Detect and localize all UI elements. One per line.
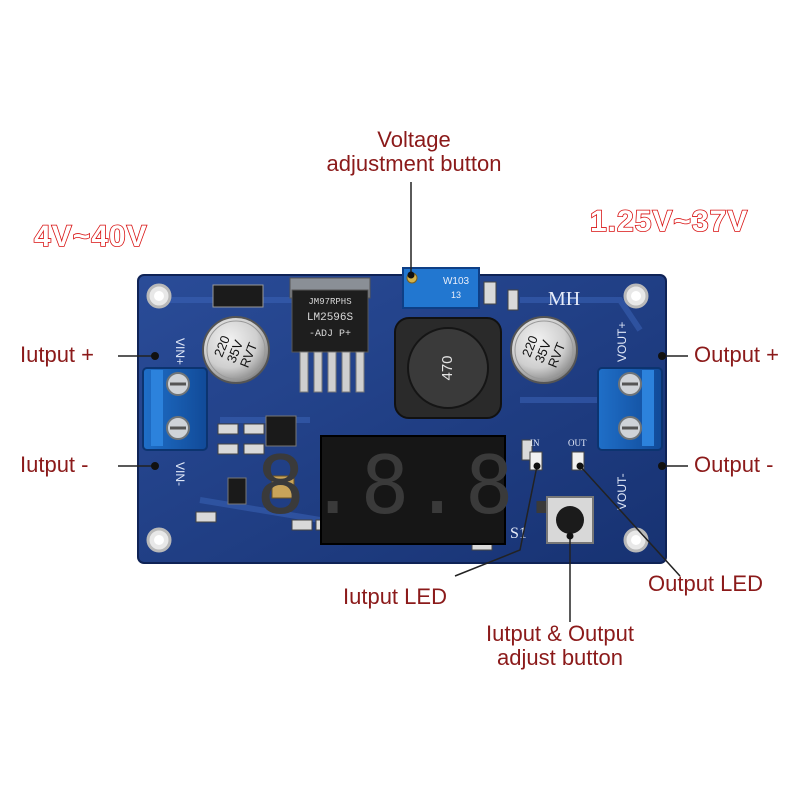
input-led-callout: Iutput LED	[343, 584, 447, 609]
voltage-adjustment-callout: Voltage adjustment button	[300, 127, 528, 177]
input-voltage-range: 4V~40V	[33, 219, 148, 254]
input-terminal-block	[142, 367, 208, 451]
silk-vout-minus: VOUT-	[615, 473, 629, 510]
svg-text:LM2596S: LM2596S	[307, 312, 354, 324]
output-plus-callout: Output +	[694, 342, 780, 367]
io-callout-line-2: adjust button	[497, 645, 623, 671]
svg-text:JM97RPHS: JM97RPHS	[308, 297, 351, 307]
right-capacitor: 220 35V RVT	[510, 316, 578, 384]
seven-segment-display: 8.8.8.	[257, 435, 570, 545]
brand-silk: MH	[548, 288, 580, 310]
io-adjust-callout: Iutput & Output adjust button	[440, 621, 680, 671]
silk-vout-plus: VOUT+	[615, 322, 629, 362]
diode	[212, 284, 264, 308]
smd-block	[271, 475, 295, 499]
svg-text:220 35V RVT: 220 35V RVT	[519, 329, 569, 370]
output-led-callout: Output LED	[648, 571, 763, 596]
potentiometer: W103 13	[402, 267, 480, 309]
inductor: 470	[394, 317, 502, 419]
transistor	[265, 415, 297, 447]
tantalum-cap	[227, 477, 247, 505]
callout-line-2: adjustment button	[326, 151, 502, 177]
callout-leaders	[118, 182, 688, 622]
callout-line-1: Voltage	[377, 127, 451, 152]
silk-in: IN	[530, 438, 540, 448]
output-minus-callout: Output -	[694, 452, 774, 477]
silk-out: OUT	[568, 438, 587, 448]
lm2596-chip: JM97RPHS LM2596S -ADJ P+	[289, 277, 371, 393]
silk-vin-minus: VIN-	[173, 462, 187, 486]
input-minus-callout: Iutput -	[20, 452, 89, 477]
output-voltage-range: 1.25V~37V	[589, 204, 749, 239]
svg-text:W103: W103	[443, 276, 470, 287]
input-plus-callout: Iutput +	[20, 342, 95, 367]
callout-dots	[151, 271, 666, 540]
left-capacitor: 220 35V RVT	[202, 316, 270, 384]
svg-text:13: 13	[451, 290, 461, 300]
io-callout-line-1: Iutput & Output	[486, 621, 634, 646]
svg-text:470: 470	[439, 355, 456, 380]
mounting-holes	[146, 283, 649, 553]
silk-vin-plus: VIN+	[173, 338, 187, 365]
svg-text:-ADJ P+: -ADJ P+	[309, 329, 351, 340]
output-terminal-block	[597, 367, 663, 451]
svg-text:8.8.8.: 8.8.8.	[257, 439, 570, 532]
